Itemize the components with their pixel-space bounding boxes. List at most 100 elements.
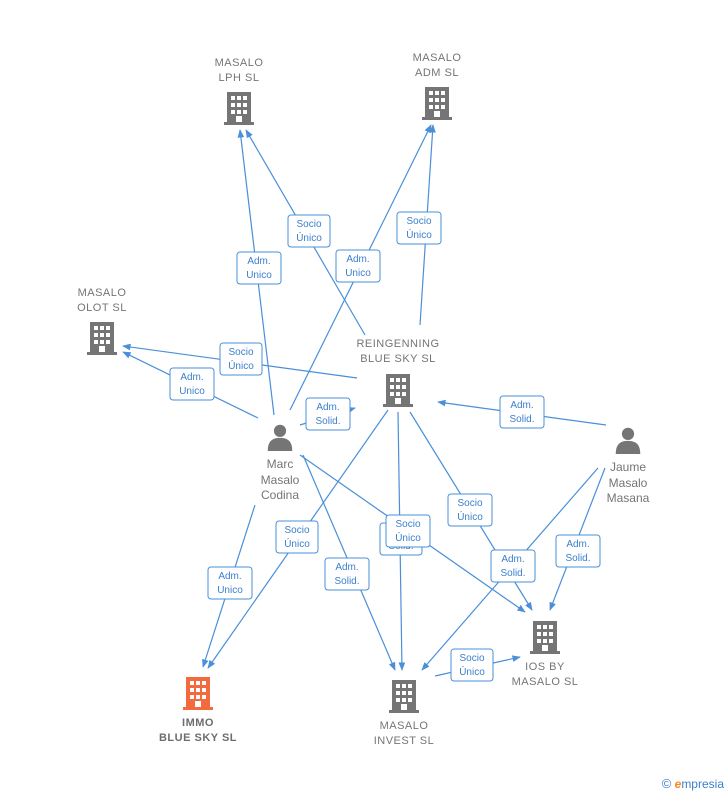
edge-label-text: Solid. [565, 553, 590, 564]
person-icon [615, 427, 641, 454]
edge-label-text: Único [284, 537, 310, 550]
edge-label-text: Unico [246, 270, 272, 281]
edge-label-text: Solid. [315, 416, 340, 427]
company-node-reing[interactable]: REINGENNING BLUE SKY SL [356, 338, 439, 407]
edge-label-box [335, 249, 381, 283]
footer-brand[interactable]: © empresia [662, 776, 724, 791]
building-icon [422, 87, 452, 120]
edge-label-e15[interactable]: Adm. Solid. [555, 534, 601, 568]
edge-label-box [385, 514, 431, 548]
building-icon [183, 677, 213, 710]
company-name-line: LPH SL [219, 72, 260, 84]
person-name-line: Marc [267, 457, 294, 471]
company-name-line: MASALO [413, 52, 462, 64]
edge-label-text: Unico [217, 585, 243, 596]
company-node-adm[interactable]: MASALO ADM SL [413, 52, 462, 120]
company-node-ios[interactable]: IOS BY MASALO SL [512, 621, 579, 688]
edge-label-text: Socio [459, 653, 484, 664]
edge-label-box [499, 395, 545, 429]
edge-label-text: Adm. [566, 539, 589, 550]
company-node-lph[interactable]: MASALO LPH SL [215, 57, 264, 125]
brand-name: mpresia [681, 777, 724, 791]
building-icon [383, 374, 413, 407]
edge-label-text: Adm. [501, 554, 524, 565]
company-name-line: INVEST SL [374, 735, 435, 747]
edge-labels: SocioÚnicoAdm.UnicoSocioÚnicoAdm.UnicoSo… [169, 211, 601, 682]
edge-label-box [555, 534, 601, 568]
edge-label-text: Adm. [218, 571, 241, 582]
edge-label-e12[interactable]: Adm. Unico [207, 566, 253, 600]
edge-label-e14[interactable]: Adm.Solid. [490, 549, 536, 583]
edge-label-e13[interactable]: Adm. Solid. [324, 557, 370, 591]
edge-label-box [275, 520, 319, 554]
edge-label-text: Solid. [334, 576, 359, 587]
edge-label-text: Socio [296, 219, 321, 230]
company-name-line: IMMO [182, 717, 214, 729]
brand-initial: e [674, 777, 682, 791]
company-node-invest[interactable]: MASALO INVEST SL [374, 680, 435, 747]
company-node-olot[interactable]: MASALO OLOT SL [77, 287, 127, 355]
edge-label-e8[interactable]: Adm.Solid. [499, 395, 545, 429]
company-name-line: MASALO [380, 720, 429, 732]
person-name-line: Codina [261, 488, 299, 502]
edge-label-box [450, 648, 494, 682]
person-name-line: Masana [607, 491, 650, 505]
company-name-line: MASALO SL [512, 676, 579, 688]
edge-label-box [490, 549, 536, 583]
edge-label-box [219, 342, 263, 376]
person-name-line: Masalo [609, 476, 648, 490]
building-icon [389, 680, 419, 713]
edge-label-box [447, 493, 493, 527]
edge-label-box [169, 367, 215, 401]
person-icon [267, 424, 293, 451]
edge-label-e4[interactable]: Adm.Unico [335, 249, 381, 283]
edge-label-text: Unico [179, 386, 205, 397]
company-name-line: MASALO [215, 57, 264, 69]
edge-label-text: Adm. [510, 400, 533, 411]
company-name-line: BLUE SKY SL [360, 353, 436, 365]
edge-label-e6[interactable]: Adm. Unico [169, 367, 215, 401]
edge-label-box [236, 251, 282, 285]
edge-label-text: Socio [284, 525, 309, 536]
edge-label-text: Socio [228, 347, 253, 358]
person-name-line: Masalo [261, 473, 300, 487]
edge-label-e7[interactable]: Adm. Solid. [305, 397, 351, 431]
company-name-line: REINGENNING [356, 338, 439, 350]
building-icon [530, 621, 560, 654]
copyright-symbol: © [661, 776, 672, 791]
edge-label-text: Adm. [316, 402, 339, 413]
company-name-line: OLOT SL [77, 302, 127, 314]
building-icon [224, 92, 254, 125]
edge-label-text: Adm. [335, 562, 358, 573]
edge-label-text: Adm. [180, 372, 203, 383]
company-name-line: IOS BY [525, 661, 565, 673]
building-icon [87, 322, 117, 355]
edge-label-text: Adm. [346, 254, 369, 265]
edge-label-text: Único [228, 359, 254, 372]
edge-label-text: Único [395, 531, 421, 544]
company-name-line: MASALO [78, 287, 127, 299]
nodes: MASALO LPH SL MASALO ADM SL MASALO OLOT SL REI… [77, 52, 650, 747]
edge-label-text: Socio [457, 498, 482, 509]
edge-label-text: Socio [406, 216, 431, 227]
edge-label-e2[interactable]: Adm. Unico [236, 251, 282, 285]
edge-label-text: Adm. [247, 256, 270, 267]
edge-label-text: Socio [395, 519, 420, 530]
edge-label-box [396, 211, 442, 245]
edge-label-box [287, 214, 331, 248]
edge-label-text: Único [406, 228, 432, 241]
edge-label-box [324, 557, 370, 591]
company-name-line: ADM SL [415, 67, 459, 79]
